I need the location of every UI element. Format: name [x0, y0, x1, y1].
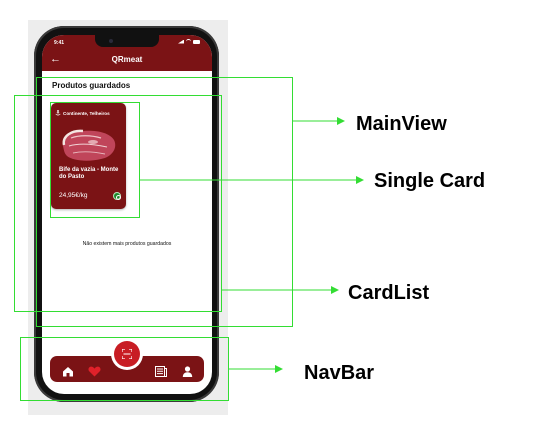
- app-header: ← QRmeat: [42, 49, 212, 71]
- meat-image: [62, 129, 116, 161]
- heart-icon[interactable]: [88, 366, 101, 377]
- status-icon: [113, 192, 121, 200]
- empty-list-message: Não existem mais produtos guardados: [82, 241, 172, 247]
- wifi-icon: [186, 39, 191, 44]
- home-icon[interactable]: [62, 366, 74, 377]
- single-card-box: [50, 102, 140, 218]
- back-arrow-icon[interactable]: ←: [50, 53, 61, 65]
- camera-icon: [109, 39, 113, 43]
- battery-icon: [193, 39, 200, 44]
- status-icons: [178, 39, 200, 44]
- mainview-label: MainView: [356, 113, 447, 135]
- navbar-label: NavBar: [304, 362, 375, 384]
- user-icon[interactable]: [182, 366, 193, 377]
- status-bar: 9:41: [42, 35, 212, 49]
- scan-button[interactable]: [111, 338, 143, 370]
- cardlist-label: CardList: [348, 282, 430, 304]
- signal-icon: [178, 39, 184, 44]
- status-time: 9:41: [54, 40, 65, 46]
- phone-screen: 9:41 ← QRmeat Produtos guardados: [42, 35, 212, 394]
- header-title: QRmeat: [111, 55, 143, 64]
- cardlist-box: [14, 95, 222, 312]
- scan-button-inner: [114, 341, 140, 367]
- card-location: Continente, Telheiros: [55, 110, 110, 116]
- scan-icon: [122, 349, 132, 359]
- product-card[interactable]: Continente, Telheiros Bife da vazia - Mo…: [51, 103, 126, 209]
- navbar-box: [20, 337, 229, 401]
- card-product-name: Bife da vazia - Monte do Pasto: [59, 167, 119, 180]
- newspaper-icon[interactable]: [155, 366, 167, 377]
- mainview-box: [36, 77, 293, 327]
- single-card-label: Single Card: [374, 170, 486, 192]
- page-title: Produtos guardados: [52, 81, 131, 90]
- anchor-icon: [55, 110, 61, 116]
- card-location-text: Continente, Telheiros: [63, 110, 110, 116]
- notch: [95, 35, 159, 47]
- card-price: 24,95€/kg: [59, 192, 88, 199]
